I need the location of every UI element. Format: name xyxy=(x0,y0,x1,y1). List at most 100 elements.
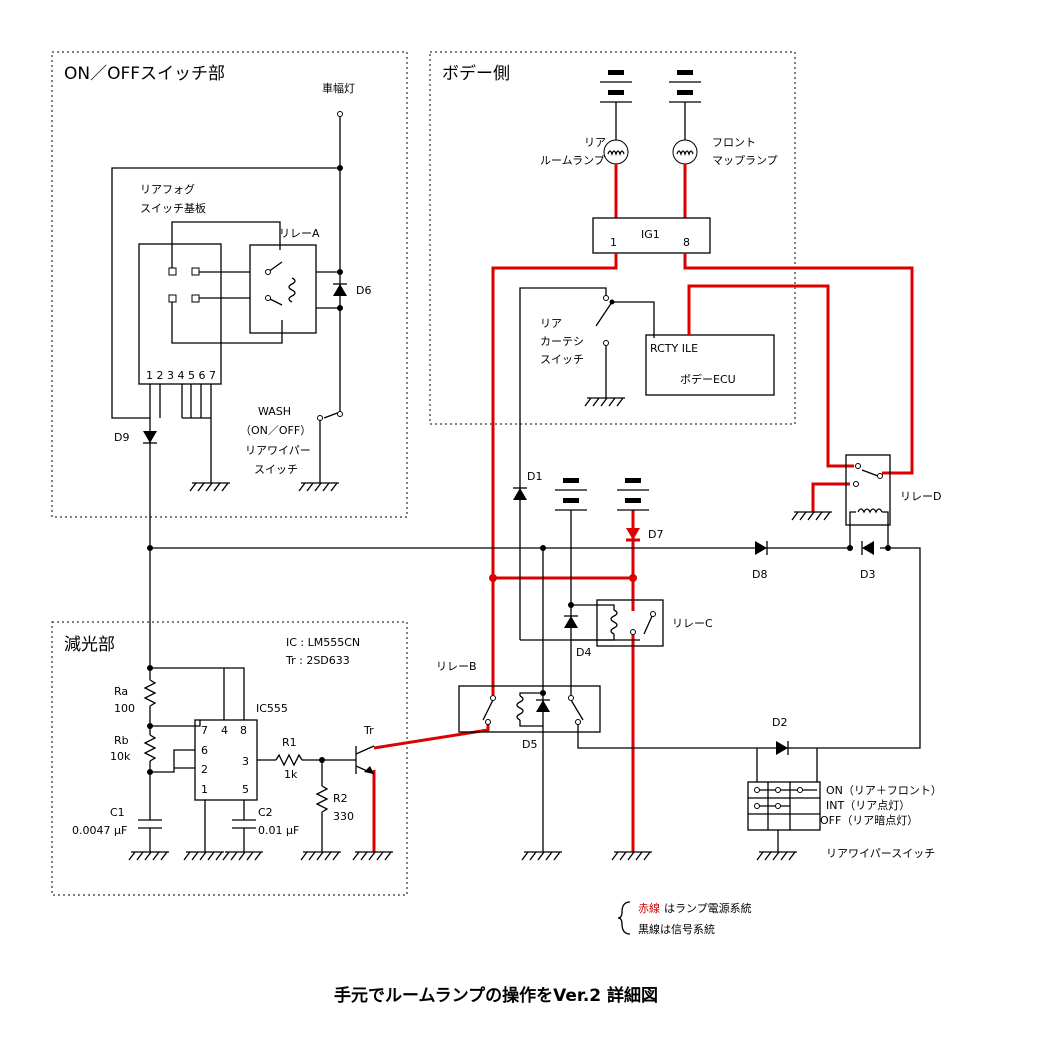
rear-room-lamp-icon xyxy=(603,139,629,165)
front-map-label-1: フロント xyxy=(712,136,756,149)
ig1-box xyxy=(592,217,711,254)
d2-label: D2 xyxy=(772,716,787,729)
relay-a-label: リレーA xyxy=(279,227,320,240)
rear-room-label-2: ルームランプ xyxy=(540,154,605,167)
relay-b-box xyxy=(458,685,601,733)
d7-diode-icon xyxy=(626,528,640,540)
switch-int-label: INT（リア点灯） xyxy=(826,799,910,812)
c2-value: 0.01 μF xyxy=(258,824,299,837)
ic-spec-label: IC : LM555CN xyxy=(286,636,360,649)
ig1-pin1: 1 xyxy=(610,236,617,249)
rear-fog-label-2: スイッチ基板 xyxy=(140,201,206,215)
power-junction xyxy=(489,574,497,582)
ig1-pin8: 8 xyxy=(683,236,690,249)
relay-c-box xyxy=(596,599,664,647)
power-lines xyxy=(372,253,914,852)
relay-c-label: リレーC xyxy=(672,617,713,630)
relay-b-coil xyxy=(516,695,524,721)
ic-pin1: 1 xyxy=(201,783,208,796)
courtesy-terminal xyxy=(603,295,609,301)
junction xyxy=(319,757,325,763)
ground-icon xyxy=(756,851,797,861)
ground-icon xyxy=(791,511,832,521)
front-map-lamp-icon xyxy=(672,139,698,165)
relay-c-contact xyxy=(650,611,656,617)
switch-unit-title: ON／OFFスイッチ部 xyxy=(64,64,225,84)
ground-icon xyxy=(189,482,230,492)
r1-label: R1 xyxy=(282,736,297,749)
d1-diode-icon xyxy=(513,488,527,500)
ic-pin5: 5 xyxy=(242,783,249,796)
dimmer-wiring xyxy=(138,667,375,852)
relay-d-contact xyxy=(877,473,883,479)
wash-label: WASH xyxy=(258,405,291,418)
rear-room-label-1: リア xyxy=(584,136,606,149)
relay-a-contact-1 xyxy=(265,269,271,275)
rear-wiper-switch-label: リアワイパースイッチ xyxy=(826,847,935,860)
wash-terminal xyxy=(337,411,343,417)
courtesy-wiring xyxy=(519,287,655,460)
c1-label: C1 xyxy=(110,806,125,819)
switch-terminal xyxy=(754,803,760,809)
body-side-box xyxy=(429,51,796,425)
relay-d-box xyxy=(845,454,891,526)
ground-icon xyxy=(298,482,339,492)
ic-pin7: 7 xyxy=(201,724,208,737)
body-side-title: ボデー側 xyxy=(442,63,510,84)
d8-label: D8 xyxy=(752,568,767,581)
ecu-pins-label: RCTY ILE xyxy=(650,342,698,355)
courtesy-label-1: リア xyxy=(540,317,562,330)
d4-label: D4 xyxy=(576,646,591,659)
d9-label: D9 xyxy=(114,431,129,444)
ic-pin2: 2 xyxy=(201,763,208,776)
junction xyxy=(337,269,343,275)
switch-unit-box xyxy=(51,51,408,518)
relay-d-contact xyxy=(855,463,861,469)
switch-terminal xyxy=(775,787,781,793)
signal-lines xyxy=(149,460,921,852)
ground-icon xyxy=(128,851,169,861)
d6-label: D6 xyxy=(356,284,371,297)
d5-label: D5 xyxy=(522,738,537,751)
rear-wiper-label: リアワイパー xyxy=(245,444,311,457)
r2-value: 330 xyxy=(333,810,354,823)
r1-value: 1k xyxy=(284,768,298,781)
ra-value: 100 xyxy=(114,702,135,715)
ic-pin4: 4 xyxy=(221,724,228,737)
rb-label: Rb xyxy=(114,734,129,747)
ground-icon xyxy=(611,851,652,861)
r2-label: R2 xyxy=(333,792,348,805)
ground-icon xyxy=(222,851,263,861)
ic-pin3: 3 xyxy=(242,755,249,768)
ic-pin6: 6 xyxy=(201,744,208,757)
dimmer-unit-box xyxy=(51,621,408,896)
junction xyxy=(337,305,343,311)
courtesy-terminal xyxy=(603,340,609,346)
transistor-emitter-arrow xyxy=(364,766,374,774)
tr-spec-label: Tr : 2SD633 xyxy=(285,654,350,667)
relay-b-contact xyxy=(490,695,496,701)
courtesy-label-3: スイッチ xyxy=(540,353,584,366)
battery-icon xyxy=(600,70,632,103)
d3-label: D3 xyxy=(860,568,875,581)
ground-icon xyxy=(584,397,625,407)
d1-label: D1 xyxy=(527,470,542,483)
relay-d-contact xyxy=(853,481,859,487)
ig1-label: IG1 xyxy=(641,228,660,241)
ra-label: Ra xyxy=(114,685,128,698)
tr-label: Tr xyxy=(363,724,374,737)
ic555-label: IC555 xyxy=(256,702,288,715)
legend-black: 黒線は信号系統 xyxy=(638,922,715,936)
switch-terminal xyxy=(754,787,760,793)
wash-on-off-label: （ON／OFF） xyxy=(240,424,311,437)
legend-red-rest: はランプ電源系統 xyxy=(664,901,752,915)
relay-d-coil xyxy=(857,508,883,514)
legend-red-word: 赤線 xyxy=(638,901,660,915)
switch-on-label: ON（リア＋フロント） xyxy=(826,784,942,797)
battery-icon xyxy=(669,70,701,103)
switch-terminal xyxy=(775,803,781,809)
d7-label: D7 xyxy=(648,528,663,541)
body-ecu-box xyxy=(645,334,775,396)
ground-icon xyxy=(300,851,341,861)
